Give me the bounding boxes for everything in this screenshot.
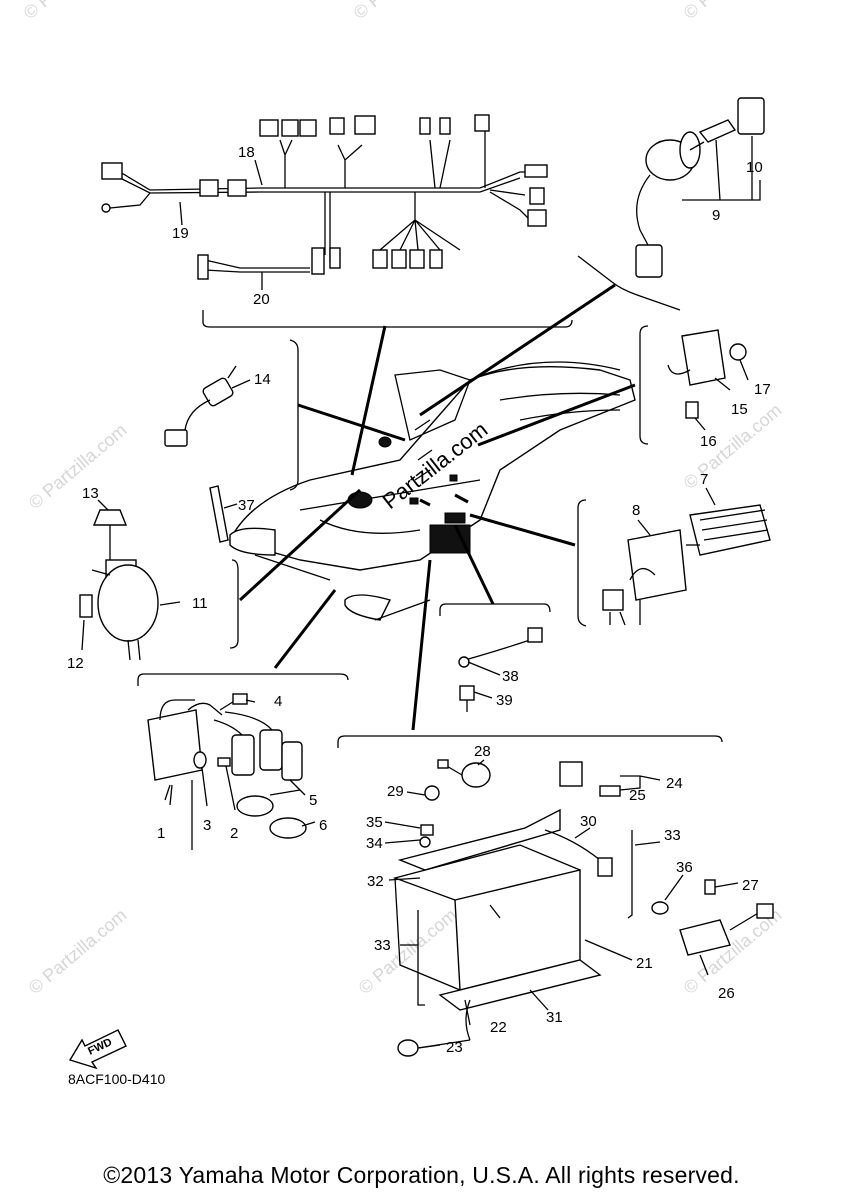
- callout-26: 26: [718, 985, 735, 1002]
- callout-33-left: 33: [374, 937, 391, 954]
- callout-2: 2: [230, 825, 238, 842]
- bracket-regulator: [639, 325, 649, 445]
- callout-38: 38: [502, 668, 519, 685]
- main-switch-group: [635, 97, 765, 278]
- callout-19: 19: [172, 225, 189, 242]
- watermark: © Partzilla.com: [25, 420, 131, 513]
- bracket-switch-14: [289, 339, 299, 491]
- callout-3: 3: [203, 817, 211, 834]
- bracket-battery: [337, 735, 723, 748]
- watermark: © Partzilla.com: [25, 905, 131, 998]
- callout-numbers: 1 2 3 4 5 6 7 8 9 10 11 12 13 14 15 16 1…: [67, 144, 771, 1056]
- callout-17: 17: [754, 381, 771, 398]
- wire-harness-group: [101, 114, 548, 290]
- bracket-horn: [229, 559, 239, 649]
- callout-24: 24: [666, 775, 683, 792]
- kill-switch-group: [164, 365, 237, 447]
- callout-7: 7: [700, 471, 708, 488]
- bracket-sensor: [439, 603, 551, 616]
- callout-13: 13: [82, 485, 99, 502]
- bracket-switch: [577, 255, 681, 311]
- leader-lines: [238, 283, 636, 731]
- callout-14: 14: [254, 371, 271, 388]
- callout-35: 35: [366, 814, 383, 831]
- callout-25: 25: [629, 787, 646, 804]
- callout-33-right: 33: [664, 827, 681, 844]
- fwd-arrow: FWD: [68, 1029, 127, 1070]
- callout-4: 4: [274, 693, 282, 710]
- callout-20: 20: [253, 291, 270, 308]
- bracket-coil: [137, 673, 349, 686]
- callout-28: 28: [474, 743, 491, 760]
- callout-37: 37: [238, 497, 255, 514]
- copyright-notice: ©2013 Yamaha Motor Corporation, U.S.A. A…: [103, 1162, 740, 1188]
- callout-5: 5: [309, 792, 317, 809]
- bracket-harness: [202, 310, 573, 328]
- ignition-coil-group: [147, 693, 307, 850]
- callout-23: 23: [446, 1039, 463, 1056]
- callout-30: 30: [580, 813, 597, 830]
- callout-9: 9: [712, 207, 720, 224]
- callout-22: 22: [490, 1019, 507, 1036]
- diagram-code: 8ACF100-D410: [68, 1071, 166, 1087]
- regulator-group: [667, 329, 747, 419]
- horn-group: [79, 509, 159, 661]
- callout-18: 18: [238, 144, 255, 161]
- callout-31: 31: [546, 1009, 563, 1026]
- bracket-cdi: [577, 499, 587, 627]
- callout-12: 12: [67, 655, 84, 672]
- callout-16: 16: [700, 433, 717, 450]
- sensor-group: [458, 627, 543, 712]
- callout-15: 15: [731, 401, 748, 418]
- watermark: © Partzilla.com: [680, 0, 786, 23]
- callout-27: 27: [742, 877, 759, 894]
- callout-36: 36: [676, 859, 693, 876]
- callout-10: 10: [746, 159, 763, 176]
- callout-39: 39: [496, 692, 513, 709]
- callout-21: 21: [636, 955, 653, 972]
- callout-6: 6: [319, 817, 327, 834]
- callout-29: 29: [387, 783, 404, 800]
- callout-11: 11: [192, 595, 208, 612]
- watermark: © Partzilla.com: [350, 0, 456, 23]
- callout-32: 32: [367, 873, 384, 890]
- callout-8: 8: [632, 502, 640, 519]
- battery-group: [392, 759, 774, 1057]
- snowmobile-body: [228, 361, 636, 621]
- watermark: © Partzilla.com: [20, 0, 126, 23]
- callout-1: 1: [157, 825, 165, 842]
- band-37: [209, 485, 229, 543]
- callout-leaders: [81, 141, 749, 1049]
- cdi-group: [602, 504, 771, 626]
- callout-34: 34: [366, 835, 383, 852]
